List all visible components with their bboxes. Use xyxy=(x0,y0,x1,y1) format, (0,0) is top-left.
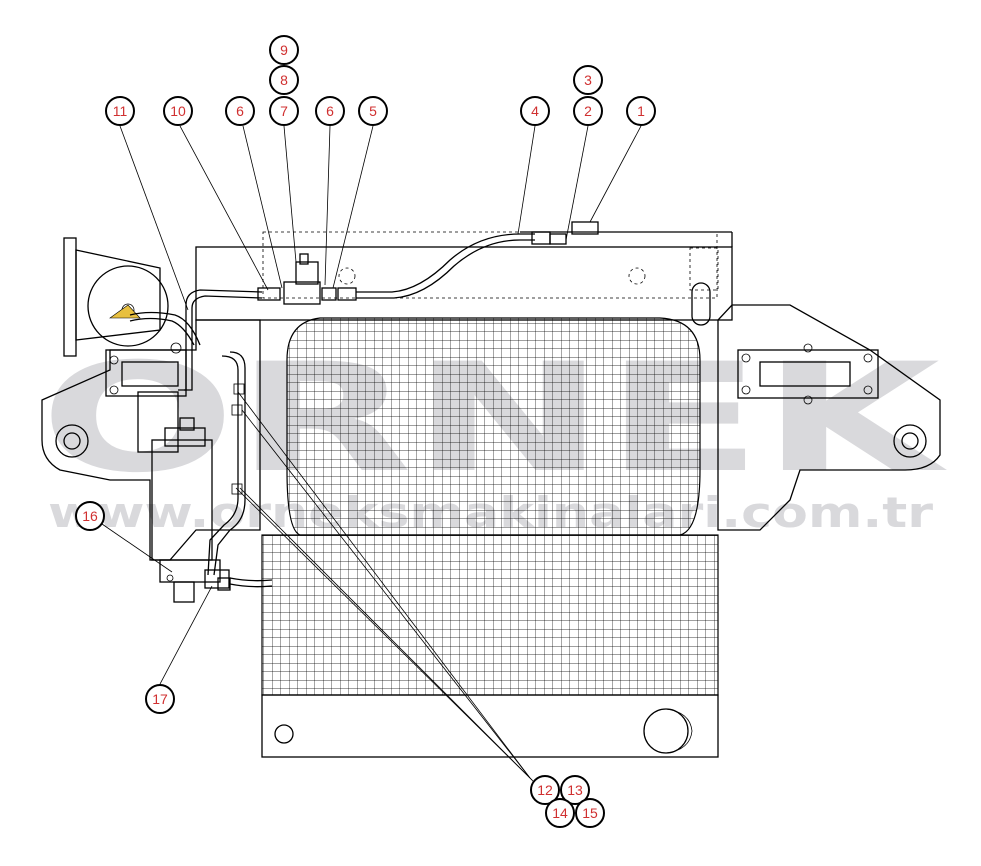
radiator-upper-core xyxy=(286,317,701,536)
callout-number: 13 xyxy=(567,782,583,798)
callout-circle xyxy=(315,96,345,126)
callout-number: 6 xyxy=(236,103,244,119)
callout-c10: 10 xyxy=(163,96,193,126)
callout-number: 9 xyxy=(280,42,288,58)
callout-c6a: 6 xyxy=(225,96,255,126)
callout-c16: 16 xyxy=(75,501,105,531)
callout-c3: 3 xyxy=(573,65,603,95)
leader-lines xyxy=(101,125,642,783)
callout-c7: 7 xyxy=(269,96,299,126)
callout-number: 16 xyxy=(82,508,98,524)
callout-circle xyxy=(573,65,603,95)
callout-number: 4 xyxy=(531,103,539,119)
callout-c17: 17 xyxy=(145,684,175,714)
pump-assembly xyxy=(137,391,221,603)
callout-number: 11 xyxy=(113,103,128,119)
callout-number: 1 xyxy=(637,103,645,119)
callout-c12: 12 xyxy=(530,775,560,805)
callout-circle xyxy=(225,96,255,126)
callout-c9: 9 xyxy=(269,35,299,65)
callout-number: 2 xyxy=(584,103,592,119)
callout-circle xyxy=(145,684,175,714)
callout-number: 3 xyxy=(584,72,592,88)
callout-circle xyxy=(75,501,105,531)
callout-number: 14 xyxy=(552,805,568,821)
callout-number: 10 xyxy=(170,103,186,119)
callout-c13: 13 xyxy=(560,775,590,805)
outlet-pipe xyxy=(643,708,689,754)
top-tank xyxy=(195,231,733,326)
callout-number: 6 xyxy=(326,103,334,119)
callout-c11: 11 xyxy=(105,96,135,126)
callout-number: 17 xyxy=(152,691,168,707)
callout-circle xyxy=(575,798,605,828)
callout-circle xyxy=(269,35,299,65)
callout-number: 8 xyxy=(280,72,288,88)
callout-c8: 8 xyxy=(269,65,299,95)
fan-icon xyxy=(87,265,169,347)
callout-circle xyxy=(163,96,193,126)
callout-circle xyxy=(358,96,388,126)
drain-plug-icon xyxy=(274,724,294,744)
callout-circle xyxy=(269,65,299,95)
callout-circle xyxy=(530,775,560,805)
callout-circle xyxy=(573,96,603,126)
callout-circle xyxy=(545,798,575,828)
callout-c4: 4 xyxy=(520,96,550,126)
callout-c2: 2 xyxy=(573,96,603,126)
callout-number: 7 xyxy=(280,103,288,119)
callout-circle xyxy=(105,96,135,126)
callout-number: 5 xyxy=(369,103,377,119)
left-frame-bracket xyxy=(41,319,261,561)
callout-circle xyxy=(269,96,299,126)
callout-circle xyxy=(626,96,656,126)
callout-circle xyxy=(520,96,550,126)
callout-c14: 14 xyxy=(545,798,575,828)
intake-flange xyxy=(63,237,169,357)
callout-c15: 15 xyxy=(575,798,605,828)
bottom-tank xyxy=(261,694,719,758)
callout-c5: 5 xyxy=(358,96,388,126)
callout-c1: 1 xyxy=(626,96,656,126)
callout-c6b: 6 xyxy=(315,96,345,126)
radiator-lower-core xyxy=(261,534,719,696)
callout-circle xyxy=(560,775,590,805)
callout-number: 15 xyxy=(582,805,598,821)
callout-number: 12 xyxy=(537,782,553,798)
right-frame-bracket xyxy=(717,304,941,531)
